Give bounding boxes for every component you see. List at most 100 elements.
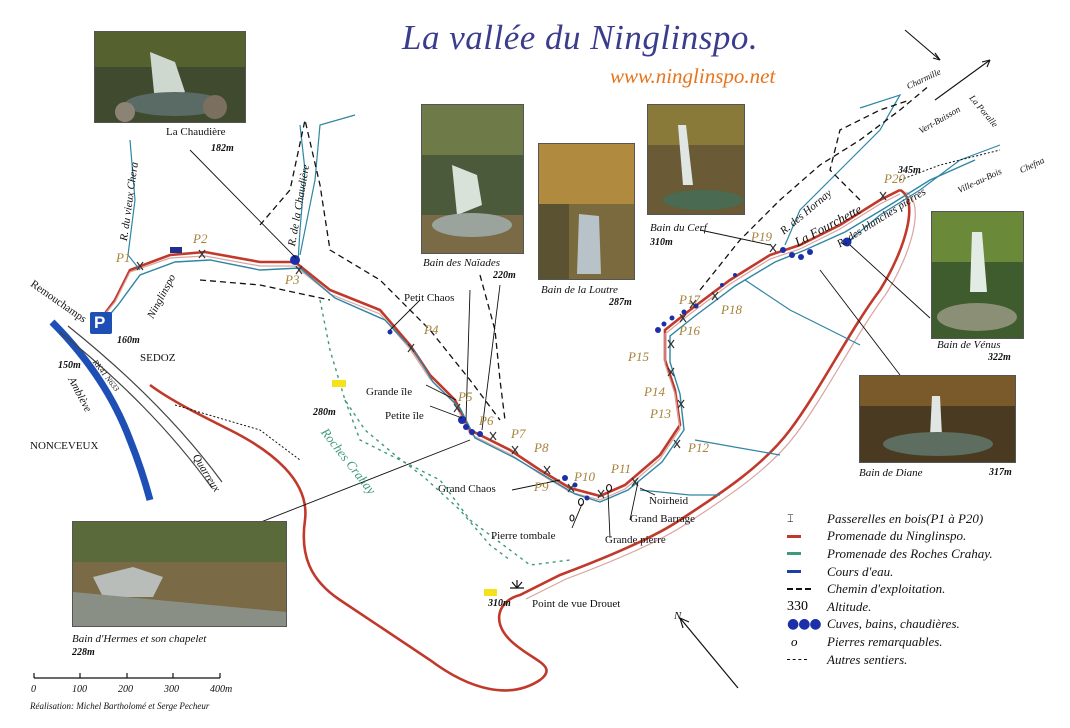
credit: Réalisation: Michel Bartholomé et Serge … — [30, 701, 210, 711]
photo-bain-de-diane — [859, 375, 1016, 463]
bridge-p20: P20 — [884, 171, 905, 186]
bridge-p17: P17 — [679, 292, 700, 307]
road-edge — [67, 325, 223, 483]
stream-ninglinspo — [94, 159, 976, 503]
scale-tick-200: 200 — [118, 684, 133, 695]
stream-side-2 — [694, 439, 781, 456]
label-grand-barrage: Grand Barrage — [630, 513, 696, 525]
label-bain-du-cerf: Bain du Cerf — [650, 222, 707, 234]
parking-flag — [170, 247, 182, 253]
green-line-icon — [787, 552, 801, 556]
altitude-sample: 330 — [787, 598, 808, 614]
bridge-p15: P15 — [628, 349, 649, 364]
stream-side-1 — [744, 279, 861, 346]
alt-drouet: 310m — [488, 598, 511, 609]
bridge-p16: P16 — [679, 323, 700, 338]
alt-crahay: 280m — [313, 407, 336, 418]
bridge-p5: P5 — [458, 389, 473, 404]
photo-la-chaudiere — [94, 31, 246, 123]
legend-row-bridges: ⌶ Passerelles en bois(P1 à P20) — [787, 510, 984, 526]
bridge-p13: P13 — [650, 406, 671, 421]
parking-sign — [90, 312, 112, 334]
track-3 — [699, 84, 931, 291]
bridge-p2: P2 — [193, 231, 208, 246]
label-bain-dhermes: Bain d'Hermes et son chapelet — [72, 633, 207, 645]
pools — [290, 237, 852, 501]
stream-chaudiere-2 — [299, 114, 356, 256]
alt-hermes: 228m — [72, 647, 95, 658]
bridge-p12: P12 — [688, 440, 709, 455]
photo-bain-de-la-loutre — [538, 143, 635, 280]
track-1 — [259, 119, 501, 421]
bridge-p19: P19 — [751, 229, 772, 244]
stream-side-3 — [639, 489, 720, 496]
label-north: N — [674, 610, 682, 622]
scale-tick-100: 100 — [72, 684, 87, 695]
bridge-p4: P4 — [424, 322, 439, 337]
label-bain-de-la-loutre: Bain de la Loutre — [541, 284, 618, 296]
label-noirheid: Noirheid — [649, 495, 689, 507]
dashed-line-icon — [787, 588, 811, 591]
legend-row-crahay: Promenade des Roches Crahay. — [787, 545, 993, 563]
bridge-p1: P1 — [116, 250, 131, 265]
legend-row-water: Cours d'eau. — [787, 563, 993, 581]
label-petit-chaos: Petit Chaos — [404, 292, 455, 304]
legend-row-track: Chemin d'exploitation. — [787, 580, 993, 598]
label-bain-de-diane: Bain de Diane — [859, 467, 923, 479]
stream-blanches-pierres — [849, 144, 1001, 241]
walk-roches-crahay-2 — [344, 399, 571, 566]
alt-cerf: 310m — [650, 237, 673, 248]
photo-bain-de-venus — [931, 211, 1024, 339]
stream-hornay — [784, 93, 902, 246]
walk-roches-crahay — [319, 299, 511, 561]
legend-row-stones: o Pierres remarquables. — [787, 633, 993, 651]
alt-diane: 317m — [989, 467, 1012, 478]
exit-arrows — [904, 29, 991, 101]
bridge-symbol-icon: ⌶ — [787, 511, 794, 525]
north-arrow — [679, 617, 739, 689]
marker-drouet — [484, 589, 497, 596]
alt-start: 160m — [117, 335, 140, 346]
track-4 — [829, 99, 911, 201]
website-link[interactable]: www.ninglinspo.net — [610, 64, 776, 88]
label-grande-ile: Grande île — [366, 386, 413, 398]
map-title: La vallée du Ninglinspo. — [402, 18, 759, 57]
label-grand-chaos: Grand Chaos — [438, 483, 496, 495]
label-point-de-vue: Point de vue Drouet — [532, 598, 621, 610]
ambleve-river — [49, 319, 154, 501]
bridge-p18: P18 — [721, 302, 742, 317]
bridge-p9: P9 — [534, 479, 549, 494]
scale-tick-300: 300 — [164, 684, 179, 695]
bridge-p11: P11 — [611, 461, 631, 476]
scale-bar — [33, 673, 221, 679]
label-pierre-tombale: Pierre tombale — [491, 530, 556, 542]
red-line-icon — [787, 534, 801, 538]
dotted-line-icon — [787, 659, 807, 661]
alt-fourchette: 345m — [898, 165, 921, 176]
other-trail-1 — [174, 404, 301, 461]
stream-chera — [127, 139, 141, 271]
alt-chaudiere: 182m — [211, 143, 234, 154]
label-parking[interactable]: P — [94, 313, 106, 332]
alt-venus: 322m — [988, 352, 1011, 363]
road — [59, 331, 213, 489]
alt-river: 150m — [58, 360, 81, 371]
label-grande-pierre: Grande pierre — [605, 534, 666, 546]
legend-row-altitude: 330 Altitude. — [787, 598, 872, 614]
bridge-p7: P7 — [511, 426, 526, 441]
bridge-p10: P10 — [574, 469, 595, 484]
photo-bain-des-naiades — [421, 104, 524, 254]
legend: ⌶ Passerelles en bois(P1 à P20) Promenad… — [787, 510, 993, 668]
marker-crahay — [332, 380, 346, 387]
label-petite-ile: Petite île — [385, 410, 424, 422]
scale-tick-400: 400m — [210, 684, 233, 695]
walk-return-inner — [525, 191, 916, 600]
label-la-chaudiere: La Chaudière — [166, 126, 226, 138]
legend-row-other: Autres sentiers. — [787, 651, 993, 669]
bridge-p6: P6 — [479, 413, 494, 428]
bridge-marks — [136, 191, 887, 499]
label-bain-de-venus: Bain de Vénus — [937, 339, 1001, 351]
legend-row-pools: ●●● Cuves, bains, chaudières. — [787, 616, 960, 633]
viewpoint-icon — [510, 580, 524, 589]
